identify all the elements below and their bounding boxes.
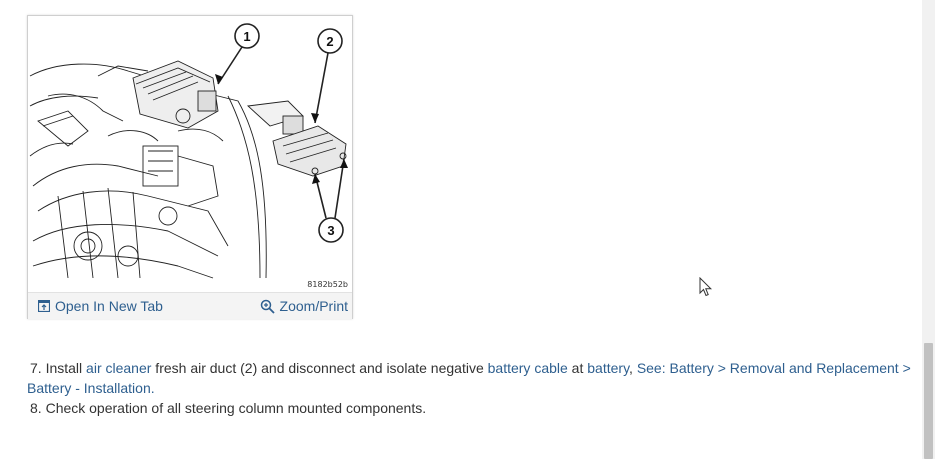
open-in-new-tab-link[interactable]: Open In New Tab xyxy=(38,298,163,314)
battery-cable-link[interactable]: battery cable xyxy=(487,360,568,376)
step-text: Check operation of all steering column m… xyxy=(41,400,427,416)
figure-image-code: 8182b52b xyxy=(307,280,348,289)
step-text: Install xyxy=(41,360,87,376)
step-text: , xyxy=(629,360,637,376)
step-text: at xyxy=(567,360,588,376)
figure-toolbar: Open In New Tab Zoom/Print xyxy=(28,292,352,319)
vertical-scrollbar[interactable] xyxy=(922,0,935,459)
step-text: fresh air duct (2) and disconnect and is… xyxy=(151,360,488,376)
battery-link[interactable]: battery xyxy=(587,360,630,376)
open-in-new-tab-icon xyxy=(38,300,50,312)
procedure-steps: 7. Install air cleaner fresh air duct (2… xyxy=(27,358,912,418)
callout-1: 1 xyxy=(243,29,250,44)
magnifier-plus-icon xyxy=(260,299,275,314)
zoom-print-link[interactable]: Zoom/Print xyxy=(260,298,348,314)
step-number: 7. xyxy=(30,360,42,376)
open-in-new-tab-label: Open In New Tab xyxy=(55,298,163,314)
step-8: 8. Check operation of all steering colum… xyxy=(27,398,912,418)
callout-3: 3 xyxy=(327,223,334,238)
callout-2: 2 xyxy=(326,34,333,49)
step-number: 8. xyxy=(30,400,42,416)
air-cleaner-link[interactable]: air cleaner xyxy=(86,360,152,376)
battery-installation-see-link[interactable]: See: Battery > Removal and Replacement >… xyxy=(27,360,911,396)
zoom-print-label: Zoom/Print xyxy=(279,298,348,314)
scrollbar-thumb[interactable] xyxy=(924,343,933,459)
engine-compartment-diagram[interactable]: 1 2 3 xyxy=(28,16,352,292)
figure-card: 1 2 3 8182b52b Open In New Tab xyxy=(27,15,353,319)
mouse-pointer-icon xyxy=(699,277,713,297)
step-7: 7. Install air cleaner fresh air duct (2… xyxy=(27,358,912,398)
